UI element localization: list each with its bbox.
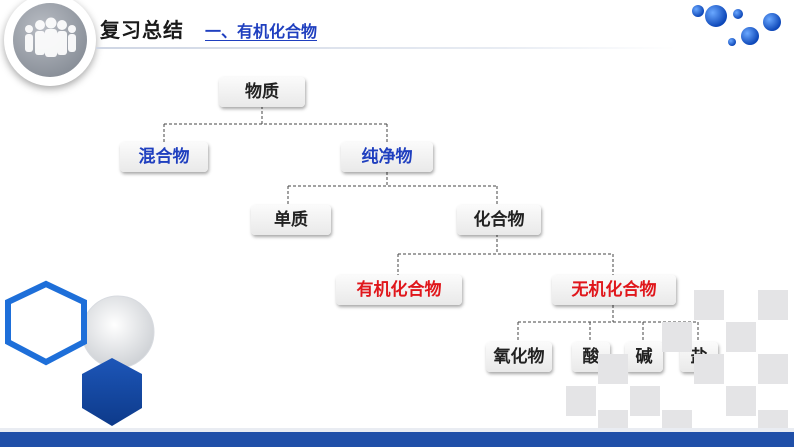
node-matter: 物质 [219, 77, 305, 107]
node-organic-compound: 有机化合物 [336, 275, 462, 305]
hexagon-decoration [5, 280, 155, 426]
node-base: 碱 [625, 342, 663, 372]
people-group-icon [13, 3, 87, 77]
molecule-bubbles-icon [692, 5, 781, 46]
footer-bar [0, 432, 794, 447]
title-divider [96, 47, 676, 49]
node-compound: 化合物 [457, 205, 541, 235]
page-title: 复习总结 [100, 18, 184, 42]
node-oxide: 氧化物 [486, 342, 552, 372]
node-pure-substance: 纯净物 [341, 142, 433, 172]
node-mixture: 混合物 [120, 142, 208, 172]
section-subtitle: 一、有机化合物 [205, 22, 318, 41]
footer-stripe [0, 428, 794, 432]
node-element: 单质 [251, 205, 331, 235]
node-inorganic-compound: 无机化合物 [552, 275, 676, 305]
